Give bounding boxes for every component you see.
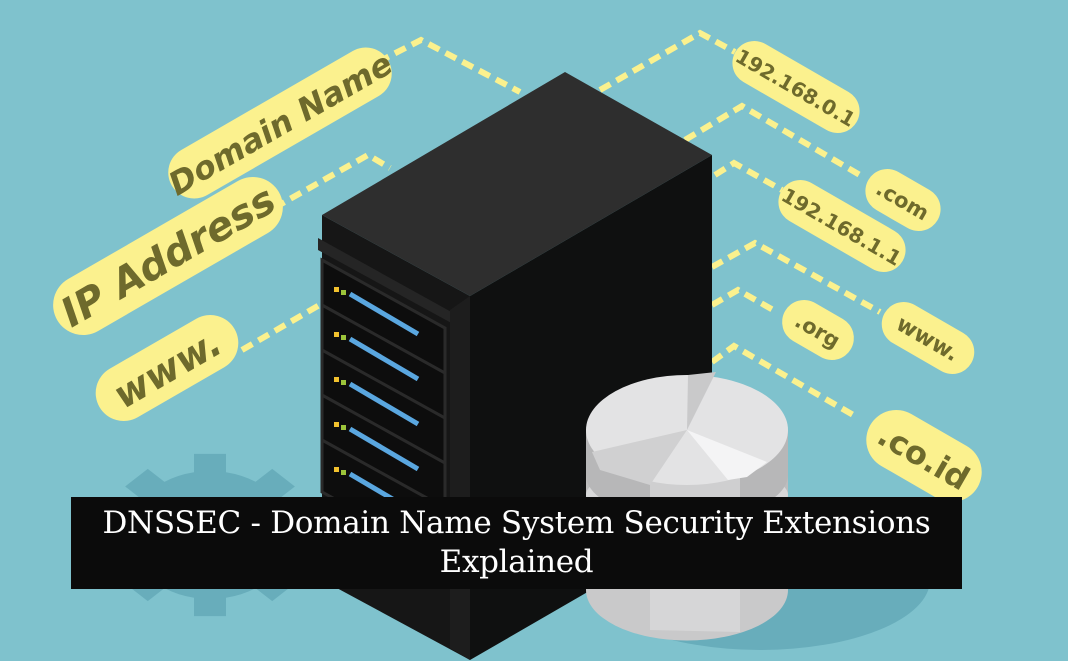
- label-dot-org: .org: [782, 300, 854, 360]
- title-line-2: Explained: [439, 544, 594, 580]
- connector-lines: [240, 29, 882, 419]
- article-title-banner: DNSSEC - Domain Name System Security Ext…: [71, 497, 962, 589]
- title-line-1: DNSSEC - Domain Name System Security Ext…: [102, 505, 931, 541]
